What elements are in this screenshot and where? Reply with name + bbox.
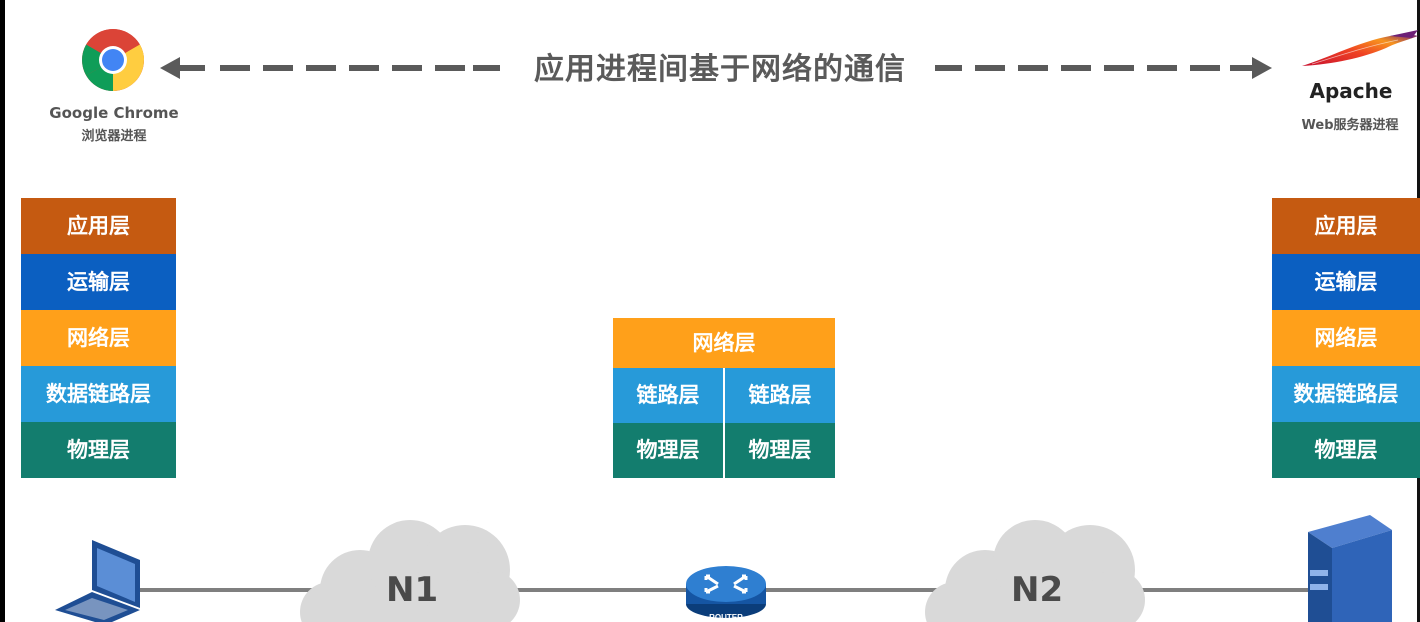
server-protocol-stack: 应用层 运输层 网络层 数据链路层 物理层 [1272, 198, 1420, 478]
cloud-n1-icon [300, 520, 520, 622]
client-process-label: 浏览器进程 [81, 129, 147, 144]
server-network-layer: 网络层 [1272, 310, 1420, 366]
diagram-title: 应用进程间基于网络的通信 [534, 52, 906, 87]
server-transport-layer: 运输层 [1272, 254, 1420, 310]
server-process-label: Web服务器进程 [1301, 118, 1399, 133]
server-datalink-layer: 数据链路层 [1272, 366, 1420, 422]
client-app-name: Google Chrome [49, 104, 179, 122]
client-transport-layer: 运输层 [21, 254, 176, 310]
client-protocol-stack: 应用层 运输层 网络层 数据链路层 物理层 [21, 198, 176, 478]
router-link-layer-right: 链路层 [725, 368, 835, 423]
client-application-layer: 应用层 [21, 198, 176, 254]
router-label: ROUTER [709, 613, 743, 622]
router-link-layer-row: 链路层 链路层 [613, 368, 835, 423]
server-icon [1308, 515, 1392, 622]
server-physical-layer: 物理层 [1272, 422, 1420, 478]
client-network-layer: 网络层 [21, 310, 176, 366]
router-physical-layer-right: 物理层 [725, 423, 835, 478]
chrome-icon [82, 29, 144, 91]
router-link-layer-left: 链路层 [613, 368, 725, 423]
left-edge-border [0, 0, 5, 622]
client-physical-layer: 物理层 [21, 422, 176, 478]
client-datalink-layer: 数据链路层 [21, 366, 176, 422]
network-n1-label: N1 [386, 570, 439, 610]
communication-arrow [160, 57, 1272, 79]
cloud-n2-icon [925, 520, 1145, 622]
server-app-name: Apache [1309, 79, 1393, 103]
laptop-icon [55, 540, 140, 622]
apache-feather-icon [1302, 30, 1418, 66]
router-physical-layer-left: 物理层 [613, 423, 725, 478]
router-protocol-stack: 网络层 链路层 链路层 物理层 物理层 [613, 318, 835, 478]
server-application-layer: 应用层 [1272, 198, 1420, 254]
router-icon: ROUTER [686, 566, 766, 622]
router-network-layer: 网络层 [613, 318, 835, 368]
router-physical-layer-row: 物理层 物理层 [613, 423, 835, 478]
network-n2-label: N2 [1011, 570, 1064, 610]
